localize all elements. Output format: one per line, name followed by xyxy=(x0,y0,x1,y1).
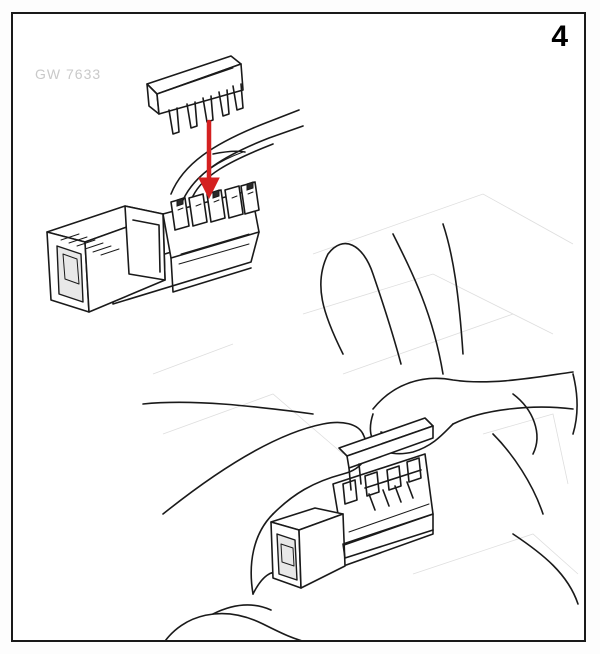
jack-top xyxy=(46,109,304,313)
red-down-arrow-icon xyxy=(198,119,220,200)
jack-bottom xyxy=(270,417,434,589)
cap-piece xyxy=(146,55,244,135)
illustration-frame: GW 7633 4 xyxy=(11,12,586,642)
step-number: 4 xyxy=(551,20,568,53)
bleed-through-text: GW 7633 xyxy=(35,66,102,82)
assembly-illustration xyxy=(46,55,579,640)
bleed-through-lines xyxy=(152,193,579,575)
